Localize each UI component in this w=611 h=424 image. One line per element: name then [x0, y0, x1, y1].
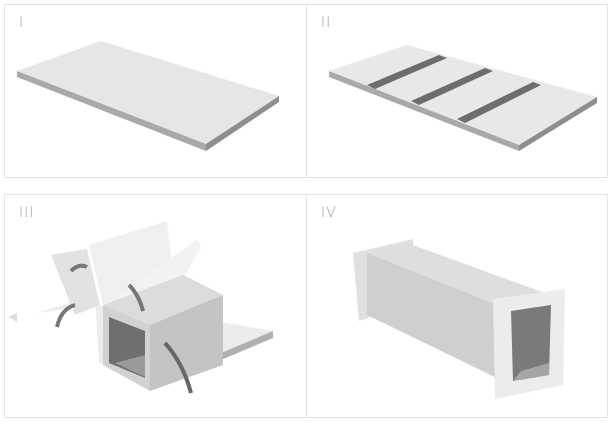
step-label: I: [19, 15, 25, 31]
folding-duct-illustration: [8, 221, 273, 394]
finished-duct-illustration: [353, 239, 565, 399]
flat-sheet-illustration: [17, 41, 279, 151]
step-4-finished-duct-panel: IV: [306, 194, 608, 418]
step-2-grooved-sheet-panel: II: [306, 4, 608, 178]
step-label: IV: [321, 205, 337, 221]
step-label: III: [19, 205, 35, 221]
step-label: II: [321, 15, 332, 31]
step-1-flat-sheet-panel: I: [4, 4, 307, 178]
grooved-sheet-illustration: [329, 45, 597, 151]
step-3-folding-panel: III: [4, 194, 307, 418]
